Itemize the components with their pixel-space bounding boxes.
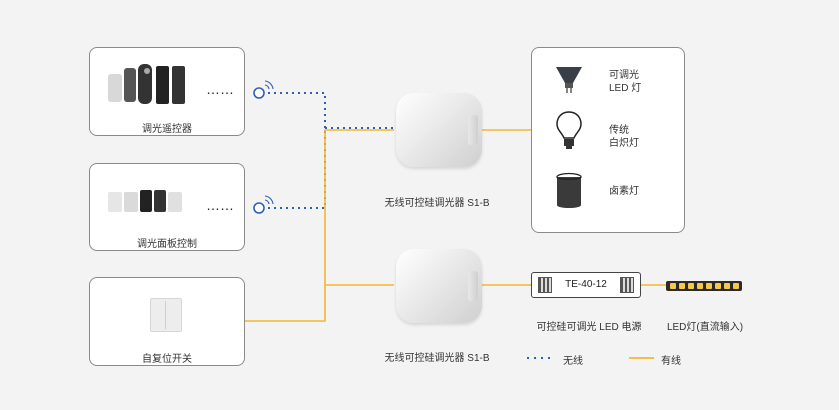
incandescent-label-line2: 白炽灯	[609, 138, 639, 149]
remote-control-box: …… 调光遥控器	[89, 47, 245, 136]
halogen-label: 卤素灯	[609, 186, 639, 197]
driver-label: 可控硅可调光 LED 电源	[536, 322, 642, 333]
lamps-box: 可调光 LED 灯 传统 白炽灯 卤素灯	[531, 47, 685, 233]
led-driver: TE-40-12	[531, 272, 641, 298]
remote-images	[108, 64, 198, 106]
ellipsis: ……	[206, 197, 234, 213]
incandescent-label: 传统 白炽灯	[609, 124, 639, 150]
legend-wireless-label: 无线	[563, 356, 583, 367]
remote-label: 调光遥控器	[142, 124, 192, 135]
switch-image	[150, 298, 182, 332]
mr16-label-line1: 可调光	[609, 70, 639, 81]
bulb-icon	[556, 111, 582, 149]
mr16-lamp-icon	[556, 67, 582, 93]
wired-line-switch	[245, 129, 394, 322]
dimmer-label-bottom: 无线可控硅调光器 S1-B	[384, 353, 490, 364]
legend-wired-label: 有线	[661, 356, 681, 367]
ellipsis: ……	[206, 81, 234, 97]
mr16-label-line2: LED 灯	[609, 83, 642, 94]
dimmer-device-bottom	[396, 249, 482, 323]
wireless-line-remote	[268, 92, 326, 128]
halogen-lamp-icon	[556, 172, 582, 208]
led-strip	[666, 281, 742, 291]
panel-images	[108, 188, 198, 214]
wireless-signal-icon	[253, 195, 274, 214]
switch-box: 自复位开关	[89, 277, 245, 366]
panel-label: 调光面板控制	[137, 239, 197, 250]
driver-terminal-right	[620, 277, 634, 293]
wireless-line-panel	[268, 130, 326, 209]
driver-terminal-left	[538, 277, 552, 293]
panel-control-box: …… 调光面板控制	[89, 163, 245, 251]
dimmer-label-top: 无线可控硅调光器 S1-B	[384, 198, 490, 209]
switch-label: 自复位开关	[142, 354, 192, 365]
mr16-label: 可调光 LED 灯	[609, 69, 641, 95]
incandescent-label-line1: 传统	[609, 125, 629, 136]
driver-model: TE-40-12	[565, 279, 607, 290]
wireless-signal-icon	[253, 80, 274, 99]
led-strip-label: LED灯(直流输入)	[666, 322, 744, 333]
dimmer-device-top	[396, 93, 482, 167]
